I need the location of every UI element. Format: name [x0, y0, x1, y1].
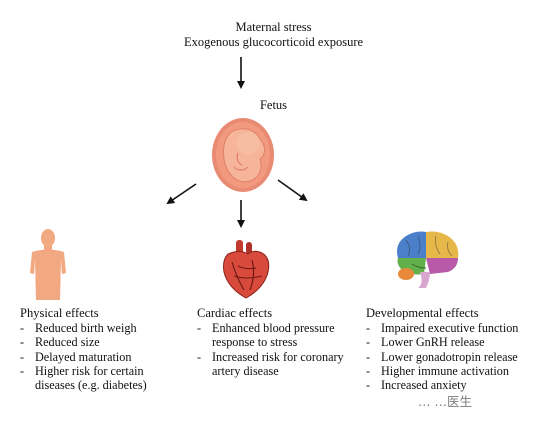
fetus-icon — [212, 118, 274, 192]
developmental-effects-title: Developmental effects — [366, 306, 479, 320]
physical-effects-block: Physical effects Reduced birth weigh Red… — [20, 306, 185, 392]
list-item: Reduced birth weigh — [20, 321, 185, 336]
list-item: Delayed maturation — [20, 350, 185, 365]
arrow-to-developmental — [277, 179, 308, 202]
list-item: Lower gonadotropin release — [366, 350, 541, 365]
list-item: Enhanced blood pressure response to stre… — [197, 321, 362, 350]
list-item: Higher immune activation — [366, 364, 541, 379]
physical-effects-list: Reduced birth weigh Reduced size Delayed… — [20, 321, 185, 392]
list-item: Lower GnRH release — [366, 335, 541, 350]
list-item: Reduced size — [20, 335, 185, 350]
glucocorticoid-exposure-label: Exogenous glucocorticoid exposure — [183, 35, 364, 49]
cardiac-effects-block: Cardiac effects Enhanced blood pressure … — [197, 306, 362, 378]
heart-icon — [223, 240, 270, 299]
arrow-to-physical — [166, 183, 197, 205]
developmental-effects-list: Impaired executive function Lower GnRH r… — [366, 321, 541, 393]
list-item: Higher risk for certain diseases (e.g. d… — [20, 364, 185, 393]
list-item: Impaired executive function — [366, 321, 541, 336]
cardiac-effects-title: Cardiac effects — [197, 306, 273, 320]
top-cause-text: Maternal stress Exogenous glucocorticoid… — [0, 20, 547, 50]
physical-effects-title: Physical effects — [20, 306, 99, 320]
human-silhouette-icon — [30, 229, 66, 300]
fetus-label: Fetus — [259, 98, 288, 112]
brain-icon — [397, 231, 459, 288]
developmental-effects-block: Developmental effects Impaired executive… — [366, 306, 541, 393]
watermark: … …医生 — [418, 394, 472, 409]
cardiac-effects-list: Enhanced blood pressure response to stre… — [197, 321, 362, 378]
maternal-stress-label: Maternal stress — [235, 20, 312, 34]
list-item: Increased anxiety — [366, 378, 541, 393]
list-item: Increased risk for coronary artery disea… — [197, 350, 362, 379]
